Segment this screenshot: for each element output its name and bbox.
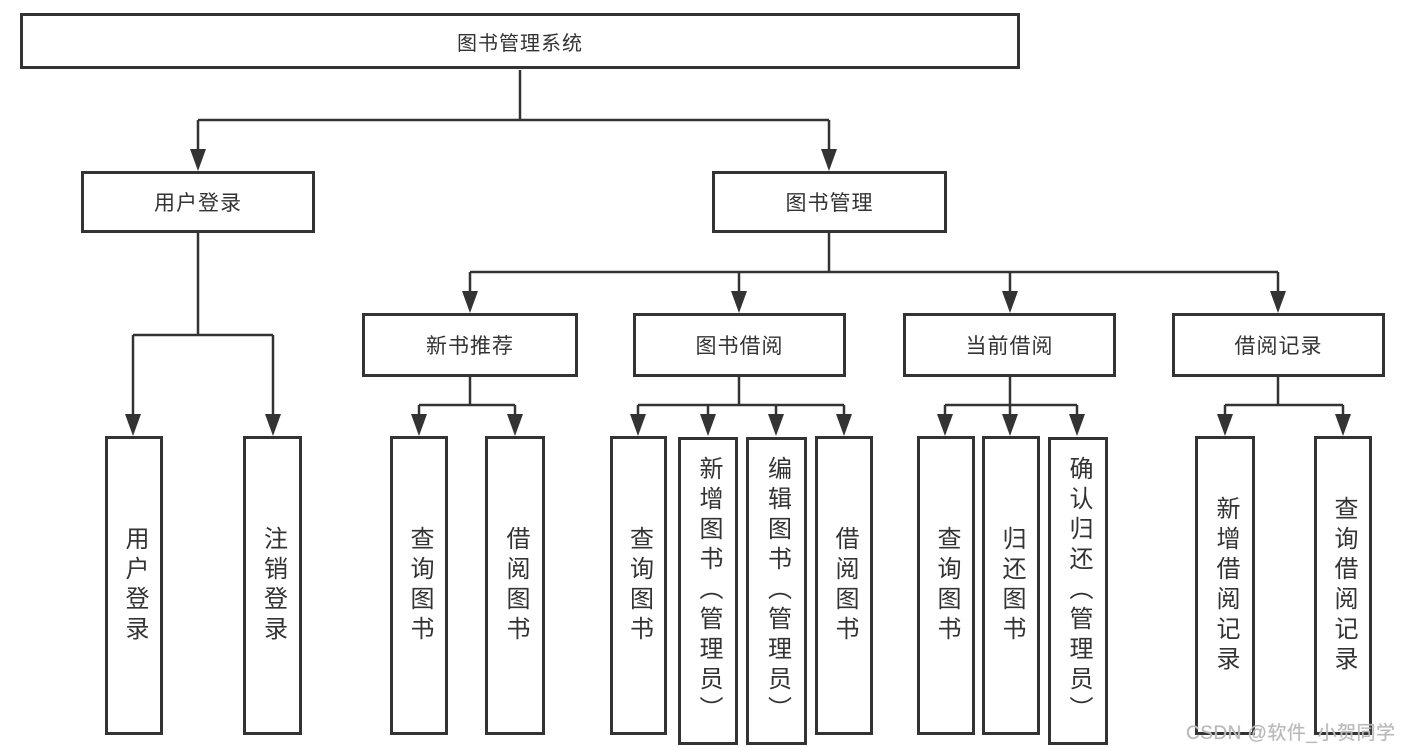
node-borrow-records: 借阅记录: [1172, 313, 1385, 377]
leaf-borrow-books: 借阅图书: [815, 436, 873, 735]
csdn-watermark: CSDN @软件_小贺同学: [1186, 723, 1396, 744]
leaf-query-books-current: 查询图书: [917, 436, 975, 735]
node-book-borrow: 图书借阅: [633, 313, 846, 377]
leaf-return-books: 归还图书: [982, 436, 1040, 735]
node-book-management-label: 图书管理: [785, 192, 874, 215]
node-user-login: 用户登录: [81, 171, 315, 233]
leaf-query-books-recommend-label: 查询图书: [406, 525, 433, 646]
leaf-query-books-recommend: 查询图书: [390, 436, 448, 735]
leaf-confirm-return-admin-label: 确认归还（管理员）: [1065, 456, 1092, 726]
leaf-return-books-label: 归还图书: [998, 525, 1025, 646]
leaf-borrow-books-label: 借阅图书: [831, 525, 858, 646]
leaf-logout: 注销登录: [243, 436, 302, 735]
node-book-management: 图书管理: [712, 171, 947, 233]
node-new-book-recommend: 新书推荐: [362, 313, 578, 377]
leaf-logout-label: 注销登录: [259, 525, 287, 646]
leaf-query-borrow-record: 查询借阅记录: [1314, 436, 1372, 735]
leaf-edit-book-admin: 编辑图书（管理员）: [746, 437, 807, 745]
leaf-borrow-books-recommend: 借阅图书: [485, 436, 545, 735]
node-root-label: 图书管理系统: [457, 32, 583, 55]
leaf-query-borrow-record-label: 查询借阅记录: [1330, 495, 1357, 676]
node-current-borrow-label: 当前借阅: [965, 335, 1054, 358]
leaf-query-books-current-label: 查询图书: [933, 525, 960, 646]
node-current-borrow: 当前借阅: [903, 313, 1116, 377]
node-new-book-recommend-label: 新书推荐: [426, 335, 514, 358]
leaf-add-book-admin-label: 新增图书（管理员）: [695, 456, 722, 726]
node-user-login-label: 用户登录: [154, 192, 242, 215]
leaf-edit-book-admin-label: 编辑图书（管理员）: [763, 456, 791, 726]
leaf-query-books-borrow-label: 查询图书: [625, 525, 653, 646]
leaf-add-borrow-record: 新增借阅记录: [1195, 436, 1255, 735]
leaf-add-book-admin: 新增图书（管理员）: [678, 437, 738, 745]
node-book-borrow-label: 图书借阅: [695, 335, 784, 358]
arrowheads: [125, 149, 1351, 436]
leaf-user-login: 用户登录: [105, 436, 163, 735]
leaf-confirm-return-admin: 确认归还（管理员）: [1048, 437, 1108, 745]
node-root: 图书管理系统: [20, 13, 1020, 69]
leaf-borrow-books-recommend-label: 借阅图书: [502, 525, 529, 646]
node-borrow-records-label: 借阅记录: [1234, 335, 1323, 358]
leaf-query-books-borrow: 查询图书: [610, 436, 667, 735]
leaf-add-borrow-record-label: 新增借阅记录: [1212, 495, 1239, 676]
leaf-user-login-label: 用户登录: [121, 525, 148, 646]
